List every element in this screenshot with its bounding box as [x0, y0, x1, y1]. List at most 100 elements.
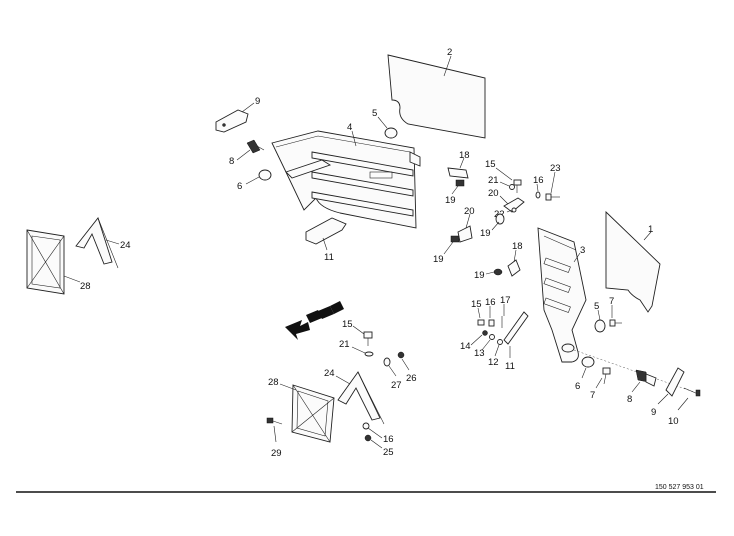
leader-5b — [597, 309, 601, 321]
callout-5a: 5 — [372, 108, 377, 119]
part-13-washer — [489, 334, 495, 340]
leader-19b — [491, 221, 500, 231]
leader-7b — [595, 377, 603, 389]
part-25-nut — [364, 434, 372, 442]
callout-7b: 7 — [590, 390, 595, 401]
callout-18a: 18 — [459, 150, 470, 161]
callout-28b: 28 — [268, 377, 279, 388]
part-9-plate — [215, 109, 249, 133]
callout-21a: 21 — [488, 175, 499, 186]
callout-26: 26 — [406, 373, 417, 384]
part-4-left-bracket — [271, 130, 421, 229]
callout-8a: 8 — [229, 156, 234, 167]
leader-6b — [581, 367, 587, 379]
leader-9b — [657, 393, 669, 405]
leader-26 — [401, 358, 410, 371]
leader-20a — [499, 195, 509, 205]
callout-9a: 9 — [255, 96, 260, 107]
callout-6a: 6 — [237, 181, 242, 192]
leader-25 — [370, 439, 383, 449]
callout-16a: 16 — [533, 175, 544, 186]
part-16-spacer — [488, 319, 495, 327]
part-19-ring — [493, 268, 503, 276]
callout-4: 4 — [347, 122, 352, 133]
callout-10: 10 — [668, 416, 679, 427]
part-8-screw — [246, 139, 265, 154]
part-6-disk — [258, 169, 272, 181]
callout-19b: 19 — [480, 228, 491, 239]
leader-10 — [677, 397, 689, 411]
leader-27 — [388, 365, 397, 377]
part-10-bolt — [683, 387, 701, 397]
callout-9b: 9 — [651, 407, 656, 418]
part-24-triangle-bracket — [75, 217, 119, 269]
callout-16b: 16 — [485, 297, 496, 308]
part-24-triangle-bracket-b — [337, 371, 385, 425]
part-9-plate-b — [665, 367, 685, 397]
leader-15c — [352, 325, 365, 335]
part-28-reflector-plate-b — [291, 384, 335, 443]
callout-15a: 15 — [485, 159, 496, 170]
callout-15c: 15 — [342, 319, 353, 330]
callout-25: 25 — [383, 447, 394, 458]
leader-19d — [485, 271, 495, 275]
leader-18b — [513, 249, 517, 263]
direction-arrow-icon — [285, 301, 344, 340]
leader-11a — [322, 237, 328, 251]
callout-3: 3 — [580, 245, 585, 256]
leader-5a — [377, 116, 388, 129]
part-26-nut — [397, 351, 405, 359]
leader-23 — [550, 171, 556, 194]
callout-6b: 6 — [575, 381, 580, 392]
leader-14 — [470, 334, 483, 346]
part-15-bolt-b — [477, 319, 485, 326]
part-6-disk-b — [581, 356, 595, 368]
callout-24a: 24 — [120, 240, 131, 251]
callout-14: 14 — [460, 341, 471, 352]
callout-5b: 5 — [594, 301, 599, 312]
callout-17: 17 — [500, 295, 511, 306]
callout-28a: 28 — [80, 281, 91, 292]
part-28-reflector-plate — [26, 229, 65, 295]
part-29-screw — [266, 417, 283, 425]
part-22-washer — [511, 207, 517, 213]
leader-24b — [335, 375, 351, 385]
leader-18a — [459, 157, 465, 169]
leader-9a — [241, 102, 255, 113]
part-16-washer-c — [362, 422, 370, 430]
callout-18b: 18 — [512, 241, 523, 252]
callout-19d: 19 — [474, 270, 485, 281]
callout-20b: 20 — [464, 206, 475, 217]
leader-2 — [443, 55, 452, 77]
leader-8b — [631, 381, 641, 393]
callout-23: 23 — [550, 163, 561, 174]
leader-13 — [481, 339, 491, 351]
callout-13: 13 — [474, 348, 485, 359]
leader-12 — [494, 344, 500, 357]
callout-19a: 19 — [445, 195, 456, 206]
part-7-bolt-b — [602, 367, 611, 385]
leader-24a — [105, 239, 120, 245]
part-7-bolt-a — [609, 319, 622, 327]
callout-20a: 20 — [488, 188, 499, 199]
part-19-nut — [455, 179, 465, 187]
callout-27: 27 — [391, 380, 402, 391]
part-5-disk-b — [594, 319, 606, 333]
leader-16a — [536, 183, 539, 192]
leader-28a — [63, 275, 81, 283]
part-20-ring — [495, 213, 505, 225]
callout-19c: 19 — [433, 254, 444, 265]
leader-15b — [477, 307, 481, 319]
part-12-washer — [497, 339, 503, 345]
callout-7a: 7 — [609, 296, 614, 307]
callout-11a: 11 — [324, 252, 334, 263]
part-19-nut-b — [450, 235, 460, 243]
leader-1 — [643, 231, 652, 241]
part-3-right-bracket — [537, 227, 587, 363]
part-21-washer-b — [364, 351, 374, 357]
part-27-washer — [383, 357, 391, 367]
part-16-washer — [535, 191, 541, 199]
leader-8a — [236, 149, 251, 161]
leader-22a — [506, 209, 513, 213]
